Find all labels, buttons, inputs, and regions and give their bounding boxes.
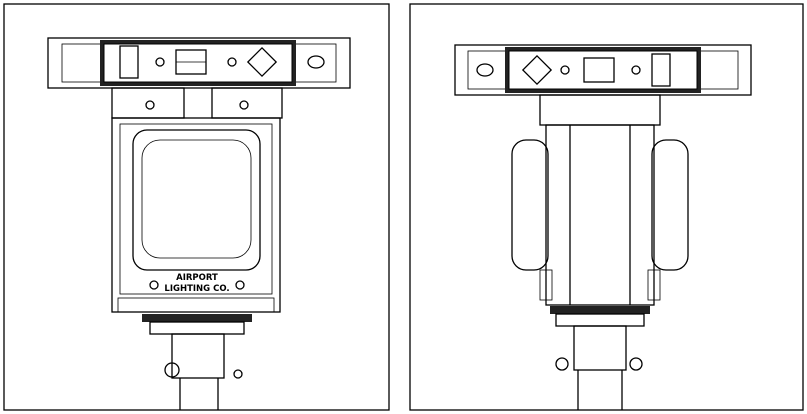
mounting-base [142, 314, 252, 410]
mounting-base [550, 306, 650, 410]
brand-label-line2: LIGHTING CO. [164, 284, 229, 294]
front-view-panel: AIRPORT LIGHTING CO. [3, 3, 390, 411]
spirit-level [47, 37, 351, 89]
light-fixture-front: AIRPORT LIGHTING CO. [111, 87, 283, 313]
side-view-panel [409, 3, 804, 411]
light-fixture-side [511, 94, 689, 306]
brand-label-line1: AIRPORT [176, 273, 218, 283]
spirit-level [454, 44, 752, 96]
